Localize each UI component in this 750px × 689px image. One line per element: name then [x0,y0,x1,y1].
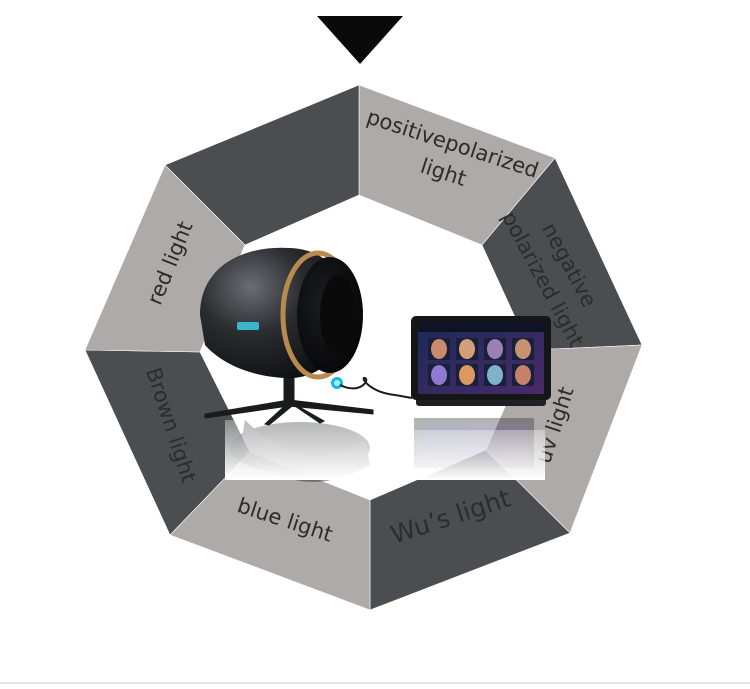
face-icon [515,365,531,385]
face-icon [459,339,475,359]
skin-analyzer-illustration [200,247,551,482]
device-badge [237,322,259,330]
bottom-divider [0,682,750,684]
triangle-down-icon [317,16,403,64]
face-icon [487,339,503,359]
tablet [411,316,551,400]
face-icon [431,339,447,359]
face-icon [515,339,531,359]
face-icon [431,365,447,385]
face-icon [459,365,475,385]
device-stand [204,359,374,426]
segment-red-light [164,84,360,246]
face-icon [487,365,503,385]
octagon-ring: RBG whitelightpositivepolarizedlightnega… [84,84,643,611]
tablet-face-grid [428,338,534,386]
device-cable [339,376,413,399]
